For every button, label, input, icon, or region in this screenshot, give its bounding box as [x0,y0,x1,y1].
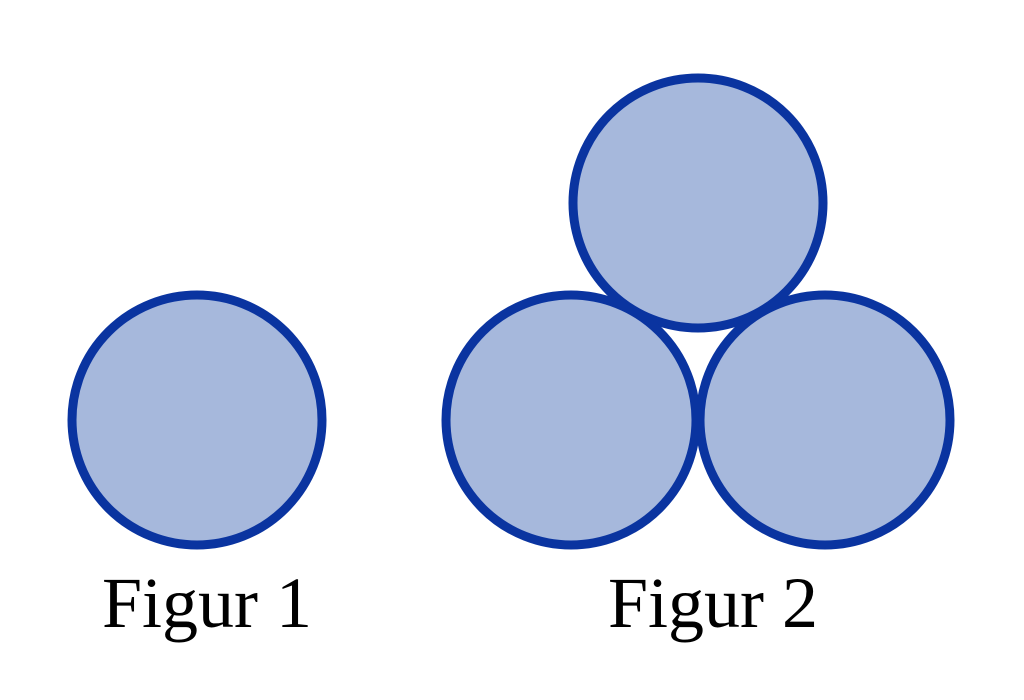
figure-1-caption: Figur 1 [102,563,312,643]
figure-1: Figur 1 [67,290,327,643]
figure-2-caption: Figur 2 [608,563,818,643]
figure-1-circle [67,290,327,550]
figure-2-circle-bottom-left [441,290,701,550]
figure-2-circle-bottom-right [695,290,955,550]
figure-2: Figur 2 [441,73,955,643]
figure-2-circle-top [568,73,828,333]
